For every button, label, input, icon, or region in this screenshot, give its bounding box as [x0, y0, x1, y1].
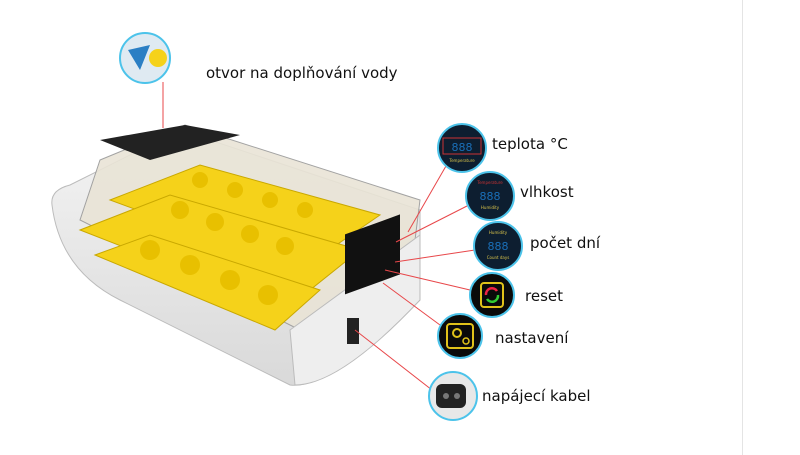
- label-water-inlet: otvor na doplňování vody: [206, 64, 398, 82]
- water-inlet-icon: [119, 32, 171, 84]
- svg-text:Count days: Count days: [487, 255, 510, 260]
- label-power-cable: napájecí kabel: [482, 387, 591, 405]
- settings-button-icon: [437, 313, 483, 359]
- svg-text:888: 888: [488, 240, 509, 253]
- svg-text:Humidity: Humidity: [489, 230, 508, 235]
- svg-text:888: 888: [480, 190, 501, 203]
- power-socket-icon: [428, 371, 478, 421]
- label-settings: nastavení: [495, 329, 569, 347]
- label-days: počet dní: [530, 234, 601, 252]
- label-humidity: vlhkost: [520, 183, 574, 201]
- reset-button-icon: [469, 272, 515, 318]
- temperature-display-icon: 888 Temperature: [437, 123, 487, 173]
- svg-text:888: 888: [452, 141, 473, 154]
- incubator: [51, 124, 421, 386]
- days-display-icon: Humidity 888 Count days: [473, 221, 523, 271]
- svg-text:Temperature: Temperature: [448, 158, 475, 163]
- callout-lines: [162, 82, 476, 391]
- svg-text:Humidity: Humidity: [481, 205, 500, 210]
- svg-text:Temperature: Temperature: [476, 180, 503, 185]
- humidity-display-icon: Temperature 888 Humidity: [465, 171, 515, 221]
- divider-line: [742, 0, 743, 455]
- label-reset: reset: [525, 287, 563, 305]
- label-temperature: teplota °C: [492, 135, 568, 153]
